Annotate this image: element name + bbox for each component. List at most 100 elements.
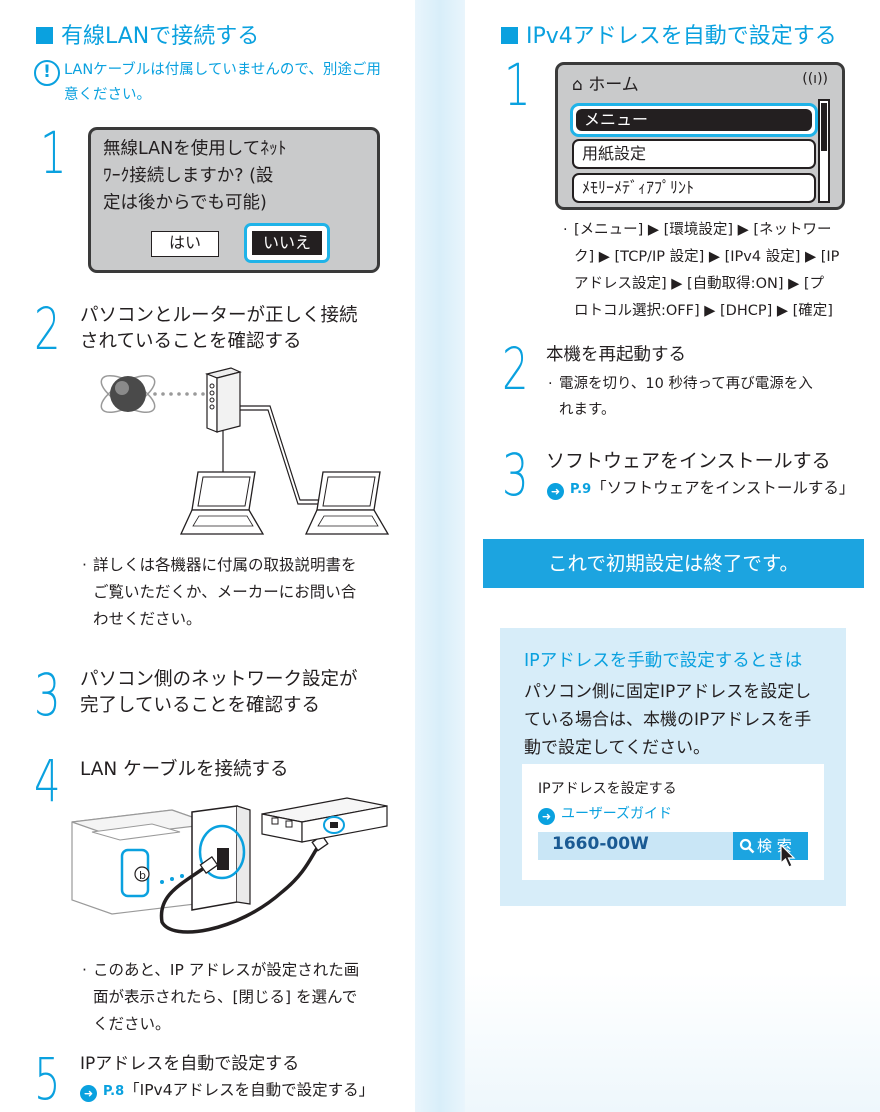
user-guide-link[interactable]: ➜ ユーザーズガイド	[538, 803, 672, 825]
step-number: 2	[502, 335, 529, 403]
printer-lcd-screen: ⌂ ホーム ((ı)) メニュー 用紙設定 ﾒﾓﾘｰﾒﾃﾞｨｱﾌﾟﾘﾝﾄ	[555, 62, 845, 210]
column-divider	[415, 0, 465, 1112]
network-illustration	[100, 367, 390, 535]
square-bullet-icon	[36, 27, 53, 44]
step-number: 3	[34, 661, 61, 729]
wireless-dialog: 無線LANを使用してﾈｯﾄ ﾜｰｸ接続しますか? (設 定は後からでも可能) は…	[88, 127, 380, 273]
section-title-text: IPv4アドレスを自動で設定する	[526, 24, 837, 49]
search-keyword: 1660-00W	[552, 834, 649, 854]
menu-item-menu[interactable]: メニュー	[576, 109, 812, 131]
note-line: 詳しくは各機器に付属の取扱説明書を	[93, 556, 357, 574]
search-icon	[739, 838, 755, 854]
reference-text: 「IPv4アドレスを自動で設定する」	[124, 1081, 375, 1099]
reference-page: P.9	[570, 482, 592, 497]
step-2-text: パソコンとルーターが正しく接続 されていることを確認する	[80, 303, 358, 355]
path-line: アドレス設定] ▶ [自動取得:ON] ▶ [プ	[574, 276, 825, 292]
dialog-line: ﾜｰｸ接続しますか? (設	[103, 166, 274, 186]
right-step-3-reference-link[interactable]: ➜P.9「ソフトウェアをインストールする」	[547, 476, 854, 500]
bullet-dot: ·	[82, 556, 87, 574]
reference-page: P.8	[103, 1084, 125, 1099]
step-number: 1	[504, 51, 531, 119]
router-icon	[205, 367, 242, 433]
menu-path-note: · [メニュー] ▶ [環境設定] ▶ [ネットワー ク] ▶ [TCP/IP …	[563, 217, 839, 325]
laptop-icon-left	[179, 471, 265, 535]
hub-icon	[261, 797, 388, 843]
step-5-text: IPアドレスを自動で設定する	[80, 1054, 300, 1074]
step-number: 5	[34, 1045, 61, 1112]
body-line: ている場合は、本機のIPアドレスを手	[524, 710, 812, 730]
step-number: 2	[34, 295, 61, 363]
arrow-right-icon: ➜	[547, 483, 564, 500]
mouse-pointer-icon	[780, 844, 796, 868]
step-line: されていることを確認する	[80, 331, 302, 352]
laptop-icon-right	[304, 471, 390, 535]
dotted-connection-line	[153, 392, 205, 396]
step-3-text: パソコン側のネットワーク設定が 完了していることを確認する	[80, 667, 358, 719]
bullet-dot: ·	[548, 376, 553, 392]
lcd-scrollbar[interactable]	[818, 99, 830, 203]
home-icon: ⌂	[572, 75, 583, 95]
yes-button[interactable]: はい	[151, 231, 219, 257]
note-line: 面が表示されたら、[閉じる] を選んで	[93, 988, 358, 1006]
note-line: れます。	[559, 402, 616, 418]
cable-warning: ! LANケーブルは付属していませんので、別途ご用意ください。	[34, 58, 384, 108]
note-line: ください。	[93, 1015, 171, 1033]
step-line: パソコンとルーターが正しく接続	[80, 305, 358, 326]
right-step-2-note: · 電源を切り、10 秒待って再び電源を入 れます。	[548, 371, 813, 423]
path-line: ロトコル選択:OFF] ▶ [DHCP] ▶ [確定]	[574, 303, 833, 319]
body-line: パソコン側に固定IPアドレスを設定し	[524, 682, 812, 702]
path-line: ク] ▶ [TCP/IP 設定] ▶ [IPv4 設定] ▶ [IP	[574, 249, 840, 265]
step-line: パソコン側のネットワーク設定が	[80, 669, 358, 690]
search-card: IPアドレスを設定する ➜ユーザーズガイド 1660-00W 検 索	[522, 764, 824, 880]
menu-focus-ring: メニュー	[570, 103, 818, 137]
internet-globe-icon	[100, 375, 156, 413]
search-button[interactable]: 検 索	[733, 832, 808, 868]
note-line: わせください。	[93, 610, 202, 628]
no-button[interactable]: いいえ	[252, 231, 322, 255]
right-step-3-text: ソフトウェアをインストールする	[546, 450, 831, 472]
menu-item-paper-settings[interactable]: 用紙設定	[572, 139, 816, 169]
step-4-text: LAN ケーブルを接続する	[80, 759, 289, 780]
right-step-2-text: 本機を再起動する	[546, 345, 686, 365]
dialog-line: 定は後からでも可能)	[103, 193, 267, 213]
step-number: 3	[502, 441, 529, 509]
arrow-right-icon: ➜	[80, 1085, 97, 1102]
user-guide-link-text: ユーザーズガイド	[561, 806, 673, 822]
section-title-text: 有線LANで接続する	[61, 24, 260, 49]
bullet-dot: ·	[563, 222, 568, 238]
lan-cable	[159, 834, 329, 934]
wireless-signal-icon: ((ı))	[802, 71, 828, 87]
step-number: 4	[34, 747, 61, 815]
bullet-dot: ·	[82, 961, 87, 979]
home-header: ⌂ ホーム	[572, 72, 639, 98]
manual-ip-box: IPアドレスを手動で設定するときは パソコン側に固定IPアドレスを設定し ている…	[500, 628, 846, 906]
arrow-right-icon: ➜	[538, 808, 555, 825]
scrollbar-thumb[interactable]	[821, 103, 827, 151]
square-bullet-icon	[501, 27, 518, 44]
manual-ip-body: パソコン側に固定IPアドレスを設定し ている場合は、本機のIPアドレスを手 動で…	[524, 678, 834, 762]
note-line: ご覧いただくか、メーカーにお問い合	[93, 583, 357, 601]
warning-text: LANケーブルは付属していませんので、別途ご用意ください。	[64, 62, 381, 103]
step-2-note: · 詳しくは各機器に付属の取扱説明書を ご覧いただくか、メーカーにお問い合 わせ…	[82, 552, 357, 633]
home-label: ホーム	[588, 75, 639, 95]
step-line: 完了していることを確認する	[80, 695, 320, 716]
manual-ip-title: IPアドレスを手動で設定するときは	[524, 651, 803, 671]
no-button-focus-ring: いいえ	[244, 223, 330, 263]
step-number: 1	[40, 119, 67, 187]
exclamation-icon: !	[34, 60, 60, 86]
dialog-line: 無線LANを使用してﾈｯﾄ	[103, 139, 287, 159]
note-line: 電源を切り、10 秒待って再び電源を入	[559, 376, 813, 392]
body-line: 動で設定してください。	[524, 738, 710, 758]
note-line: このあと、IP アドレスが設定された画	[93, 961, 360, 979]
printer-icon: b	[71, 809, 213, 915]
lan-cable-illustration: b	[71, 797, 388, 934]
menu-item-memory-media-print[interactable]: ﾒﾓﾘｰﾒﾃﾞｨｱﾌﾟﾘﾝﾄ	[572, 173, 816, 203]
setup-complete-banner: これで初期設定は終了です。	[483, 539, 864, 588]
section-title-ipv4: IPv4アドレスを自動で設定する	[501, 18, 837, 50]
port-zoom-panel	[191, 805, 251, 911]
step-5-reference-link[interactable]: ➜ P.8「IPv4アドレスを自動で設定する」	[80, 1078, 374, 1102]
search-input[interactable]: 1660-00W 検 索	[538, 832, 808, 868]
path-line: [メニュー] ▶ [環境設定] ▶ [ネットワー	[574, 222, 832, 238]
section-title-wired-lan: 有線LANで接続する	[36, 18, 259, 50]
